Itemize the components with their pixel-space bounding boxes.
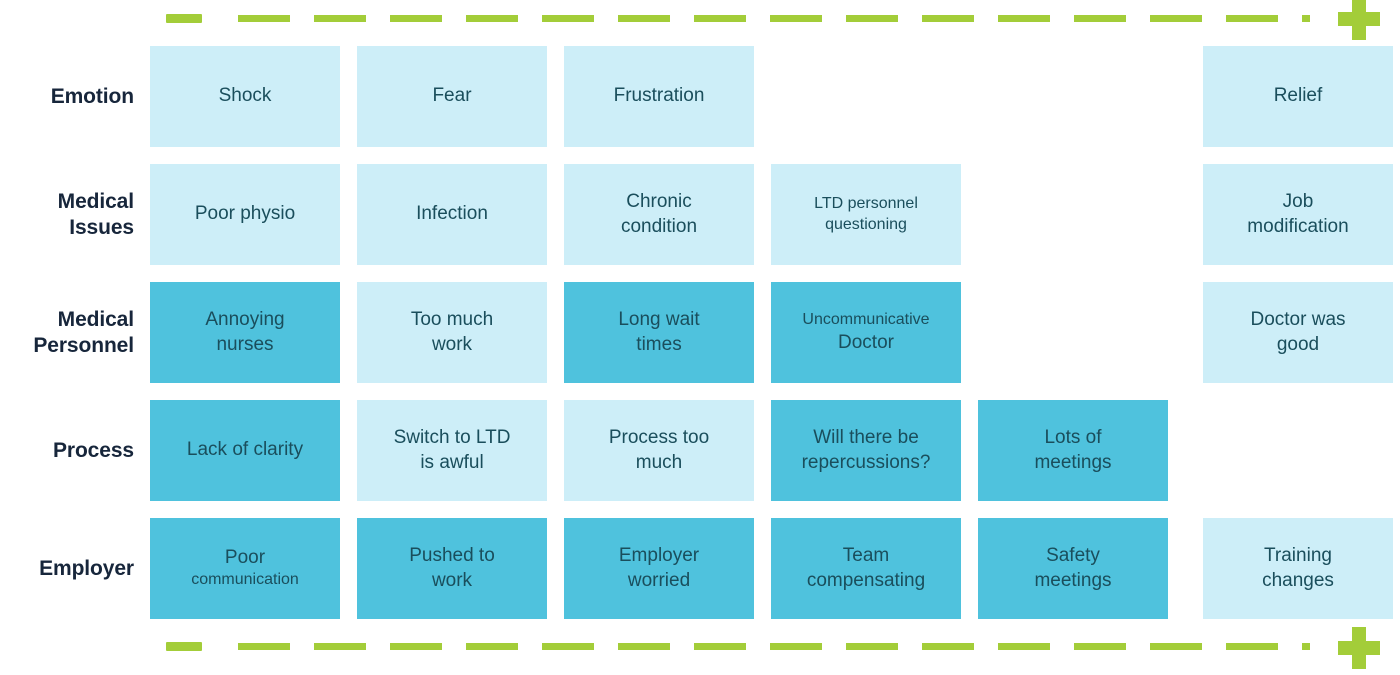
matrix-cell[interactable]: Shock: [150, 46, 340, 147]
matrix-cell-line: worried: [627, 569, 691, 591]
matrix-cell[interactable]: Infection: [357, 164, 547, 265]
matrix-cell[interactable]: Poor communication: [150, 518, 340, 619]
top-decoration-band: [0, 0, 1400, 40]
matrix-cell-line: Frustration: [613, 85, 705, 107]
matrix-cell-line: Poor physio: [194, 203, 296, 225]
matrix-cell-line: Training: [1264, 545, 1332, 567]
matrix-cell-line: Team: [842, 545, 890, 567]
matrix-cell-line: meetings: [1034, 569, 1112, 591]
matrix-cell[interactable]: Fear: [357, 46, 547, 147]
matrix-cell-line: Employer: [618, 545, 700, 567]
plus-icon-vertical-bar: [1352, 0, 1366, 40]
matrix-cell[interactable]: Poor physio: [150, 164, 340, 265]
matrix-cell-line: work: [431, 333, 473, 355]
matrix-cell-line: Process too: [608, 427, 710, 449]
matrix-cell-line: Job: [1282, 191, 1314, 213]
matrix-cell-line: Shock: [218, 85, 272, 107]
matrix-cell-line: is awful: [420, 451, 484, 473]
matrix-cell-empty: [978, 46, 1168, 147]
matrix-cell-line: communication: [191, 571, 299, 589]
matrix-cell-empty: [771, 46, 961, 147]
matrix-cell-line: Uncommunicative: [802, 311, 930, 329]
matrix-cell[interactable]: Frustration: [564, 46, 754, 147]
dashed-rule-top: [238, 15, 1310, 22]
matrix-cell-line: condition: [620, 215, 698, 237]
plus-icon-vertical-bar: [1352, 627, 1366, 669]
matrix-cell-line: Too much: [410, 309, 494, 331]
matrix-cell-line: repercussions?: [801, 451, 931, 473]
matrix-cell-line: Chronic: [626, 191, 692, 213]
bottom-decoration-band: [0, 620, 1400, 669]
matrix-cell-line: Doctor was: [1250, 309, 1346, 331]
matrix-cell-line: Infection: [416, 203, 488, 225]
plus-icon-bottom: [1338, 627, 1380, 669]
matrix-cell-line: questioning: [825, 215, 907, 233]
matrix-cell-empty: [978, 282, 1168, 383]
solid-dash-marker-bottom: [166, 642, 202, 651]
matrix-cell-line: Annoying: [205, 309, 285, 331]
matrix-row: Emotion Shock Fear Frustration Relief: [0, 46, 1400, 147]
matrix-cell-line: meetings: [1034, 451, 1112, 473]
matrix-cell-line: Relief: [1273, 85, 1323, 107]
matrix-cell-line: Safety: [1046, 545, 1100, 567]
matrix-cell-line: much: [635, 451, 683, 473]
matrix-cell-line: Doctor: [838, 331, 894, 353]
matrix-cell[interactable]: LTD personnel questioning: [771, 164, 961, 265]
matrix-cell-line: compensating: [806, 569, 926, 591]
matrix-cell-line: Poor: [224, 547, 266, 569]
matrix-cell-line: modification: [1247, 215, 1349, 237]
matrix-cell-line: Fear: [432, 85, 472, 107]
dashed-rule-bottom: [238, 643, 1310, 650]
matrix-cell-line: times: [636, 333, 682, 355]
matrix-cell-line: good: [1276, 333, 1320, 355]
matrix-cell-empty: [1203, 400, 1393, 501]
row-label-process: Process: [52, 438, 134, 462]
row-label-medical-personnel: Medical Personnel: [33, 307, 134, 357]
matrix-cell-line: changes: [1262, 569, 1334, 591]
matrix-cell-line: Will there be: [813, 427, 919, 449]
matrix-cell-line: Pushed to: [409, 545, 495, 567]
row-label-medical-issues: Medical Issues: [57, 189, 134, 239]
matrix-cell[interactable]: Lack of clarity: [150, 400, 340, 501]
matrix-cell-empty: [978, 164, 1168, 265]
matrix-row-cells: Shock Fear Frustration Relief: [150, 46, 1400, 147]
matrix-cell-line: Lack of clarity: [186, 439, 304, 461]
matrix-row: Medical Issues Poor physio Infection Chroni…: [0, 164, 1400, 265]
matrix-cell-line: Switch to LTD: [393, 427, 511, 449]
plus-icon-top: [1338, 0, 1380, 40]
solid-dash-marker-top: [166, 14, 202, 23]
matrix-cell-line: work: [431, 569, 473, 591]
matrix-cell-line: LTD personnel: [814, 195, 918, 213]
matrix-cell[interactable]: Relief: [1203, 46, 1393, 147]
row-label-employer: Employer: [39, 556, 134, 580]
row-label-emotion: Emotion: [50, 84, 134, 108]
matrix-cell-line: Lots of: [1044, 427, 1102, 449]
matrix-cell-line: nurses: [216, 333, 274, 355]
matrix-cell-line: Long wait: [618, 309, 700, 331]
